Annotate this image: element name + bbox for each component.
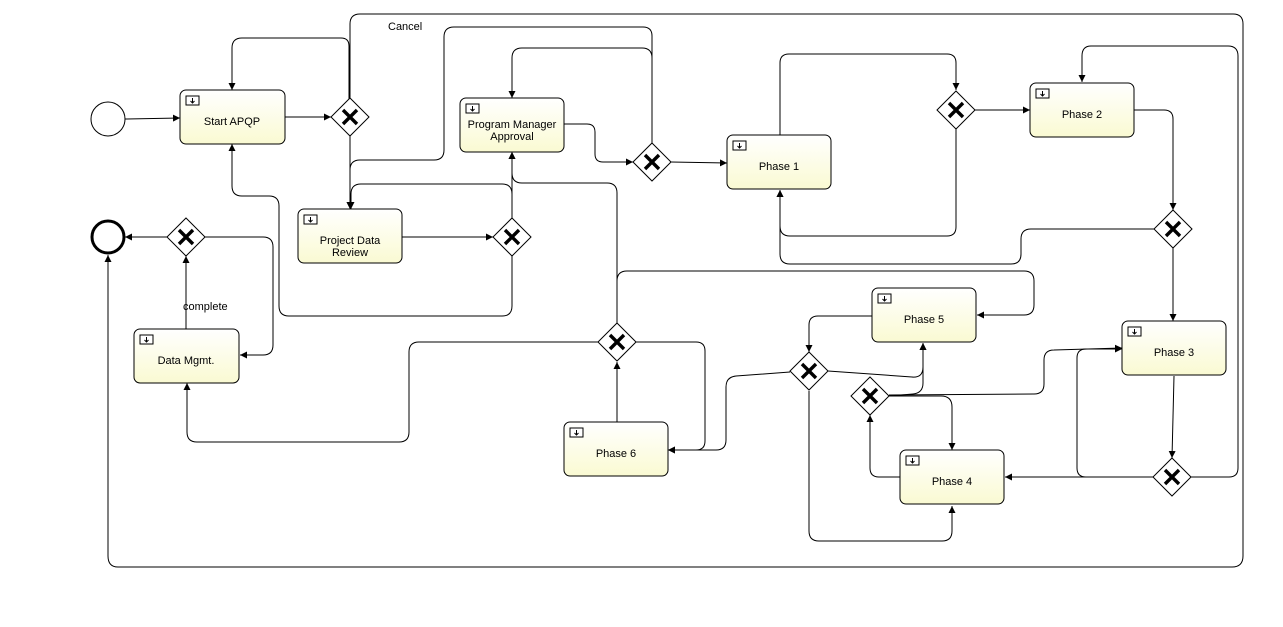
exclusive-gateway-x-icon [1163, 468, 1181, 486]
subprocess-icon [1127, 326, 1142, 337]
flow-phase-1-to-gw4 [779, 53, 960, 135]
subprocess-icon [569, 427, 584, 438]
flow-gw9-to-data-mgmt [183, 341, 598, 443]
exclusive-gateway[interactable] [789, 351, 829, 391]
flow-phase-3-to-gw6 [1168, 375, 1176, 459]
task-start-apqp[interactable]: Start APQP [179, 89, 286, 145]
flow-gw9-to-program-manager [508, 152, 618, 323]
task-label: Phase 4 [932, 476, 972, 488]
flow-gw5-back-to-phase-1 [776, 190, 1154, 265]
flow-gw2-to-phase-1 [670, 159, 728, 167]
flow-gw3-to-start-apqp [228, 144, 513, 317]
exclusive-gateway[interactable] [936, 90, 976, 130]
exclusive-gateway[interactable] [850, 376, 890, 416]
flow-gw7-to-phase-5 [827, 343, 927, 378]
flow-gw1-cancel [104, 13, 1244, 568]
exclusive-gateway-x-icon [800, 362, 818, 380]
flow-program-manager-to-gw2 [564, 123, 633, 166]
subprocess-icon [465, 103, 480, 114]
task-label: Phase 1 [759, 161, 799, 173]
flow-gw8-to-phase-5 [888, 343, 927, 397]
exclusive-gateway-x-icon [177, 228, 195, 246]
flow-label-cancel: Cancel [388, 21, 422, 33]
task-phase-1[interactable]: Phase 1 [726, 134, 832, 190]
subprocess-icon [139, 334, 154, 345]
flow-gw4-back-to-phase-1 [776, 129, 957, 237]
end-event[interactable] [90, 219, 126, 255]
exclusive-gateway[interactable] [492, 217, 532, 257]
subprocess-icon [905, 455, 920, 466]
task-phase-6[interactable]: Phase 6 [563, 421, 669, 477]
exclusive-gateway-x-icon [1164, 220, 1182, 238]
subprocess-icon [732, 140, 747, 151]
task-phase-3[interactable]: Phase 3 [1121, 320, 1227, 376]
flow-gw8-to-phase-3 [888, 344, 1123, 396]
flow-gw10-to-data-mgmt [205, 236, 274, 359]
start-event[interactable] [90, 101, 126, 137]
exclusive-gateway-x-icon [341, 108, 359, 126]
exclusive-gateway-x-icon [861, 387, 879, 405]
flow-gw1-loop-start-apqp [228, 37, 350, 99]
subprocess-icon [303, 214, 318, 225]
task-phase-2[interactable]: Phase 2 [1029, 82, 1135, 138]
task-label: Phase 2 [1062, 109, 1102, 121]
flow-gw2-back-to-review [346, 26, 653, 209]
flow-phase-4-to-gw8 [866, 415, 900, 478]
task-label: Phase 3 [1154, 347, 1194, 359]
task-label: Data Mgmt. [158, 355, 215, 367]
task-phase-4[interactable]: Phase 4 [899, 449, 1005, 505]
task-phase-5[interactable]: Phase 5 [871, 287, 977, 343]
subprocess-icon [1035, 88, 1050, 99]
exclusive-gateway[interactable] [166, 217, 206, 257]
gateways [166, 90, 1193, 497]
sequence-flows [104, 13, 1244, 568]
exclusive-gateway-x-icon [947, 101, 965, 119]
flow-gw9-to-phase-6 [636, 341, 706, 454]
flow-gw2-to-program-manager [508, 47, 653, 145]
exclusive-gateway-x-icon [643, 153, 661, 171]
task-label: Phase 6 [596, 448, 636, 460]
flow-gw8-to-phase-4 [889, 395, 956, 450]
subprocess-icon [185, 95, 200, 106]
exclusive-gateway[interactable] [330, 97, 370, 137]
flow-gw6-back-to-phase-2 [1078, 45, 1239, 478]
flow-gw7-to-phase-4 [808, 391, 956, 542]
flow-gw7-to-phase-6 [668, 371, 791, 454]
exclusive-gateway-x-icon [503, 228, 521, 246]
exclusive-gateway[interactable] [1153, 209, 1193, 249]
flow-gw9-to-phase-5 [616, 270, 1035, 323]
flow-phase-2-to-gw5 [1134, 109, 1177, 210]
exclusive-gateway[interactable] [632, 142, 672, 182]
subprocess-icon [877, 293, 892, 304]
exclusive-gateway-x-icon [608, 333, 626, 351]
flow-start-to-start-apqp [124, 114, 181, 122]
task-label: Start APQP [204, 116, 260, 128]
flow-phase-5-to-gw7 [805, 315, 872, 352]
exclusive-gateway[interactable] [1152, 457, 1192, 497]
flow-label-complete: complete [183, 301, 228, 313]
exclusive-gateway[interactable] [597, 322, 637, 362]
task-data-mgmt[interactable]: Data Mgmt. [133, 328, 240, 384]
task-label: Phase 5 [904, 314, 944, 326]
flow-gw3-back-to-review [347, 183, 513, 218]
